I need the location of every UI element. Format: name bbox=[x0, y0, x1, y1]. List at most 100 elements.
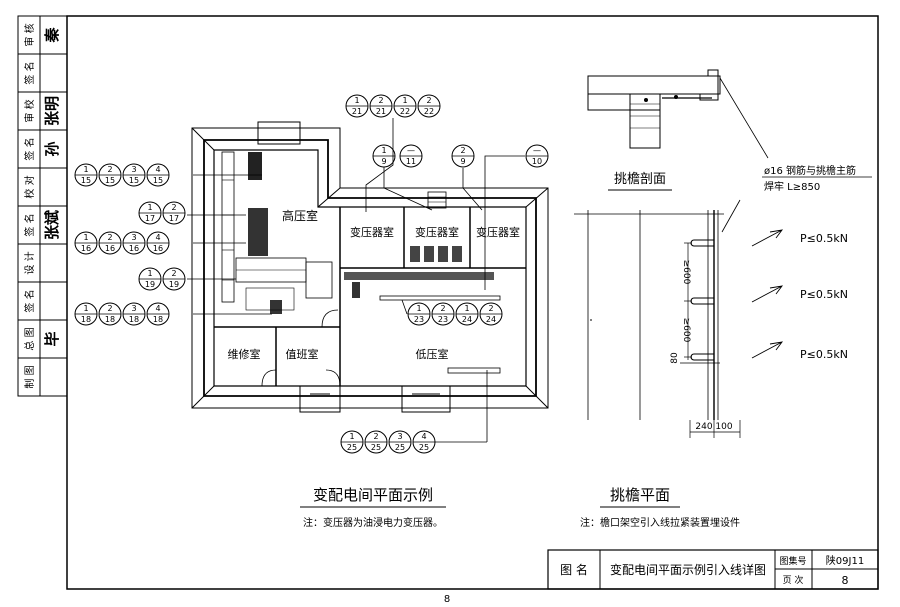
sidebar-label-3: 审 校 bbox=[23, 99, 36, 122]
callout-18-3: 318 bbox=[122, 302, 146, 326]
callout-15-3: 315 bbox=[122, 163, 146, 187]
callouts: 121 221 122 222 19 —11 29 —10 115 215 31… bbox=[74, 94, 549, 454]
drawing-title: 变配电间平面示例引入线详图 bbox=[610, 562, 766, 577]
svg-text:9: 9 bbox=[460, 157, 465, 166]
callout-15-1: 115 bbox=[74, 163, 98, 187]
svg-text:24: 24 bbox=[462, 315, 472, 324]
callout-21-2: 221 bbox=[369, 94, 393, 118]
room-lv: 低压室 bbox=[416, 347, 449, 361]
svg-text:1: 1 bbox=[354, 96, 359, 105]
svg-text:1: 1 bbox=[464, 304, 469, 313]
svg-text:11: 11 bbox=[406, 157, 416, 166]
svg-text:22: 22 bbox=[400, 107, 410, 116]
callout-25-2: 225 bbox=[364, 430, 388, 454]
load-label-2: P≤0.5kN bbox=[800, 288, 848, 301]
dim-80: 80 bbox=[670, 352, 680, 364]
atlas-label: 图集号 bbox=[779, 555, 806, 567]
svg-text:16: 16 bbox=[153, 244, 163, 253]
svg-text:25: 25 bbox=[419, 443, 429, 452]
svg-text:4: 4 bbox=[155, 233, 160, 242]
signature-2: 张明 bbox=[43, 96, 61, 126]
svg-text:10: 10 bbox=[532, 157, 542, 166]
dim-600-a: ≥600 bbox=[681, 260, 691, 285]
room-duty: 值班室 bbox=[286, 347, 319, 361]
plan-note: 注：变压器为油浸电力变压器。 bbox=[303, 516, 443, 529]
svg-text:2: 2 bbox=[426, 96, 431, 105]
callout-19-1: 119 bbox=[138, 267, 162, 291]
dim-240-100: 240 100 bbox=[695, 422, 732, 432]
callout-22-1: 122 bbox=[393, 94, 417, 118]
svg-text:1: 1 bbox=[147, 269, 152, 278]
svg-text:3: 3 bbox=[131, 233, 136, 242]
signature-4: 张斌 bbox=[43, 210, 61, 240]
svg-text:2: 2 bbox=[171, 269, 176, 278]
svg-text:15: 15 bbox=[81, 176, 91, 185]
svg-text:21: 21 bbox=[376, 107, 386, 116]
callout-19-2: 219 bbox=[162, 267, 186, 291]
signature-3: 孙 bbox=[43, 141, 61, 156]
callout-23-1: 123 bbox=[407, 302, 431, 326]
svg-text:1: 1 bbox=[402, 96, 407, 105]
callout-18-2: 218 bbox=[98, 302, 122, 326]
svg-text:2: 2 bbox=[373, 432, 378, 441]
svg-text:4: 4 bbox=[421, 432, 426, 441]
load-label-3: P≤0.5kN bbox=[800, 348, 848, 361]
room-transformer-1: 变压器室 bbox=[350, 225, 394, 239]
callout-23-2: 223 bbox=[431, 302, 455, 326]
callout-21-1: 121 bbox=[345, 94, 369, 118]
room-transformer-2: 变压器室 bbox=[415, 225, 459, 239]
svg-text:2: 2 bbox=[378, 96, 383, 105]
signature-sidebar: 审 核 签 名 审 校 签 名 校 对 签 名 设 计 签 名 总 图 制 图 … bbox=[17, 15, 68, 397]
callout-9-1: 19 bbox=[372, 144, 396, 168]
svg-text:1: 1 bbox=[83, 233, 88, 242]
svg-text:2: 2 bbox=[171, 203, 176, 212]
callout-10: —10 bbox=[525, 144, 549, 168]
svg-text:25: 25 bbox=[371, 443, 381, 452]
svg-text:17: 17 bbox=[145, 214, 155, 223]
page-label: 页 次 bbox=[783, 574, 804, 586]
svg-text:16: 16 bbox=[81, 244, 91, 253]
callout-18-1: 118 bbox=[74, 302, 98, 326]
rebar-note-2: 焊牢 L≥850 bbox=[764, 180, 820, 193]
svg-text:3: 3 bbox=[131, 165, 136, 174]
svg-text:9: 9 bbox=[381, 157, 386, 166]
svg-text:2: 2 bbox=[460, 146, 465, 155]
svg-text:25: 25 bbox=[347, 443, 357, 452]
eave-note: 注：檐口架空引入线拉紧装置埋设件 bbox=[580, 516, 740, 529]
callout-17-1: 117 bbox=[138, 201, 162, 225]
svg-text:15: 15 bbox=[105, 176, 115, 185]
floor-plan: 高压室 变压器室 变压器室 变压器室 维修室 值班室 低压室 bbox=[187, 118, 549, 430]
svg-text:2: 2 bbox=[488, 304, 493, 313]
svg-text:18: 18 bbox=[105, 315, 115, 324]
signature-1: 秦 bbox=[43, 27, 61, 44]
callout-24-2: 224 bbox=[479, 302, 503, 326]
svg-text:23: 23 bbox=[414, 315, 424, 324]
callout-16-4: 416 bbox=[146, 231, 170, 255]
svg-text:2: 2 bbox=[107, 233, 112, 242]
svg-text:1: 1 bbox=[416, 304, 421, 313]
callout-11: — 11 bbox=[399, 144, 423, 168]
svg-text:16: 16 bbox=[129, 244, 139, 253]
svg-text:15: 15 bbox=[129, 176, 139, 185]
plan-caption: 变配电间平面示例 bbox=[313, 486, 433, 504]
svg-text:19: 19 bbox=[145, 280, 155, 289]
callout-9-2: 29 bbox=[451, 144, 475, 168]
svg-text:19: 19 bbox=[169, 280, 179, 289]
svg-text:1: 1 bbox=[349, 432, 354, 441]
svg-text:—: — bbox=[407, 146, 415, 155]
svg-text:4: 4 bbox=[155, 304, 160, 313]
eave-plan: P≤0.5kN P≤0.5kN P≤0.5kN ≥600 ≥600 80 240… bbox=[574, 199, 848, 438]
callout-25-1: 125 bbox=[340, 430, 364, 454]
svg-text:16: 16 bbox=[105, 244, 115, 253]
sidebar-label-5: 校 对 bbox=[23, 175, 36, 198]
eave-section: 挑檐剖面 ø16 钢筋与挑檐主筋 焊牢 L≥850 bbox=[587, 69, 872, 193]
page-number: 8 bbox=[444, 594, 450, 605]
svg-text:22: 22 bbox=[424, 107, 434, 116]
callout-22-2: 222 bbox=[417, 94, 441, 118]
sidebar-label-4: 签 名 bbox=[23, 137, 36, 160]
sidebar-label-8: 签 名 bbox=[23, 289, 36, 312]
svg-text:18: 18 bbox=[153, 315, 163, 324]
svg-text:18: 18 bbox=[129, 315, 139, 324]
svg-text:3: 3 bbox=[131, 304, 136, 313]
